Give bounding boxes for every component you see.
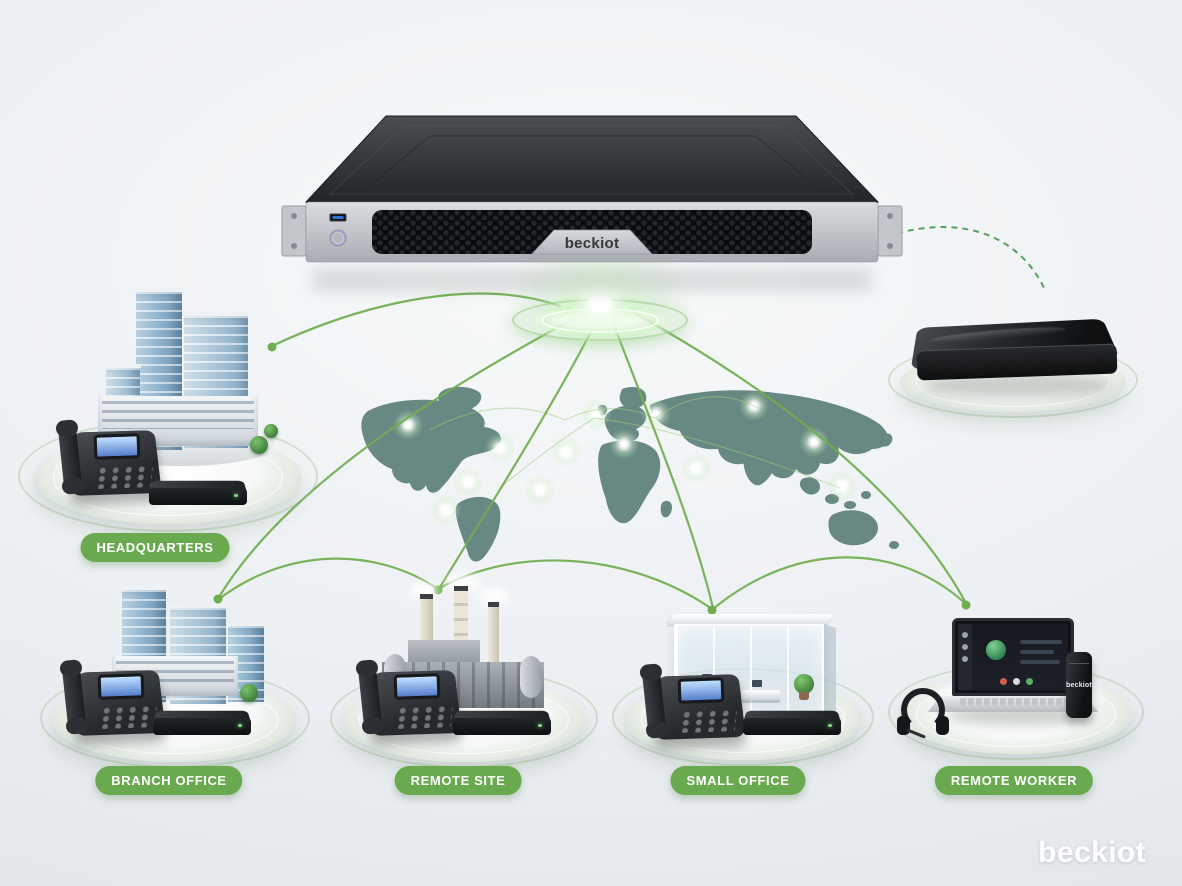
ip-phone-icon xyxy=(636,652,746,752)
gateway-box-icon xyxy=(452,700,552,740)
region-se-asia xyxy=(799,477,820,495)
map-glow-dot xyxy=(453,467,483,497)
link-hub-remote-site xyxy=(438,320,598,589)
map-arc xyxy=(429,407,566,431)
map-arc xyxy=(499,417,595,489)
map-glow-dot xyxy=(551,437,581,467)
site-label-remote-site: REMOTE SITE xyxy=(394,766,522,795)
map-arc xyxy=(593,417,841,489)
link-remote-site-small-office xyxy=(436,559,714,611)
server-top-groove xyxy=(328,125,854,195)
server-top-groove-inner xyxy=(368,135,818,187)
link-hub-remote-worker xyxy=(634,312,968,605)
continent-africa xyxy=(598,440,661,524)
map-arc xyxy=(654,396,763,419)
gateway-box-icon xyxy=(152,700,252,740)
usb-dongle-icon: beckiot xyxy=(1066,652,1092,718)
link-hub-small-office xyxy=(610,318,715,610)
map-glow-dot xyxy=(827,471,857,501)
plant-icon xyxy=(794,674,814,694)
site-label-small-office: SMALL OFFICE xyxy=(670,766,806,795)
avatar xyxy=(986,640,1006,660)
continent-australia xyxy=(828,510,878,546)
rack-server: beckiot xyxy=(281,115,903,263)
brand-logo: beckiot xyxy=(1038,836,1146,869)
gateway-front-face xyxy=(916,343,1118,381)
region-india xyxy=(743,449,775,486)
island-japan xyxy=(880,433,893,447)
site-label-remote-worker: REMOTE WORKER xyxy=(934,766,1094,795)
tree-icon xyxy=(264,424,278,438)
dongle-brand-text: beckiot xyxy=(1066,682,1092,690)
gateway-box-icon xyxy=(742,700,842,740)
server-brand-text: beckiot xyxy=(565,235,620,252)
node-remote-worker xyxy=(961,600,971,610)
ip-phone-icon xyxy=(56,648,166,748)
site-label-headquarters: HEADQUARTERS xyxy=(80,533,230,562)
link-small-office-remote-worker xyxy=(711,556,968,611)
link-branch-remote-site xyxy=(217,557,440,601)
tree-icon xyxy=(250,436,268,454)
map-glow-dot xyxy=(681,453,711,483)
headset-icon xyxy=(896,688,950,742)
ip-phone-icon xyxy=(52,408,162,508)
node-branch xyxy=(213,594,223,604)
map-glow-dot xyxy=(609,429,639,459)
node-headquarters xyxy=(267,342,277,352)
site-label-branch-office: BRANCH OFFICE xyxy=(95,766,243,795)
glow-core xyxy=(588,295,612,313)
map-arc xyxy=(564,407,656,421)
island-3 xyxy=(861,491,871,499)
island-madagascar xyxy=(660,500,672,518)
continent-asia xyxy=(650,390,889,479)
server-brand-badge xyxy=(531,229,653,255)
map-glow-dot xyxy=(431,495,461,525)
server-reflection xyxy=(312,268,872,292)
gateway-box-icon xyxy=(148,470,248,510)
server-top-face xyxy=(304,115,880,203)
island-nz xyxy=(889,541,899,549)
tree-icon xyxy=(240,684,258,702)
map-glow-dot xyxy=(525,475,555,505)
laptop-icon xyxy=(928,618,1098,718)
link-hub-branch xyxy=(217,316,577,599)
map-glow-dot xyxy=(485,433,515,463)
node-small-office xyxy=(707,605,717,615)
island-2 xyxy=(844,501,856,509)
desktop-gateway-box xyxy=(910,292,1122,392)
ip-phone-icon xyxy=(352,648,462,748)
